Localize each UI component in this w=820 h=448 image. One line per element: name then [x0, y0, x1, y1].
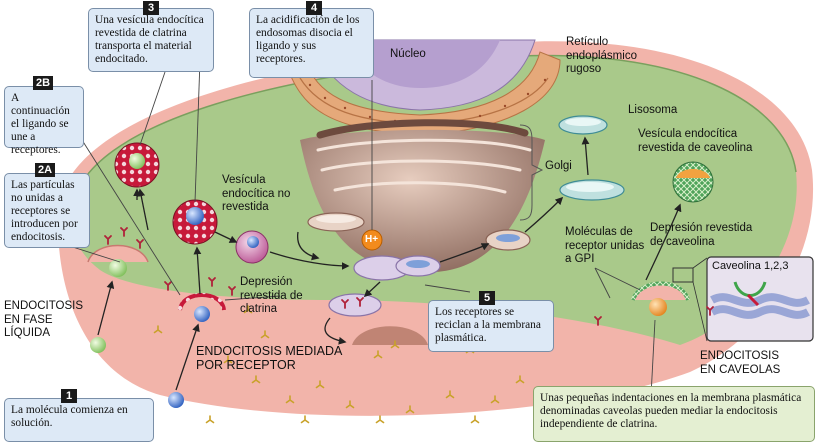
step-text-5: Los receptores se reciclan a la membrana…	[435, 306, 541, 344]
step-text-2b: A continuación el ligando se une a recep…	[11, 92, 70, 156]
step-text-4: La acidificación de los endosomas disoci…	[256, 14, 360, 65]
budding-vesicle	[352, 326, 428, 345]
caveolin-vesicle	[672, 161, 714, 203]
step-text-1: La molécula comienza en solución.	[11, 404, 128, 429]
label-clathrin-pit: Depresión revestida de clatrina	[240, 276, 303, 315]
label-caveolae: ENDOCITOSIS EN CAVEOLAS	[700, 350, 781, 376]
clathrin-coated-pit	[178, 293, 226, 322]
callout-step-4: 4 La acidificación de los endosomas diso…	[249, 1, 374, 78]
label-lysosome: Lisosoma	[628, 104, 678, 116]
golgi-apparatus	[300, 119, 545, 273]
label-gpi: Moléculas de receptor unidas a GPI	[565, 226, 645, 265]
callout-step-3: 3 Una vesícula endocítica revestida de c…	[88, 1, 214, 72]
step-number-4: 4	[306, 1, 322, 15]
label-nucleus: Núcleo	[390, 48, 426, 60]
callout-caveola-note: Unas pequeñas indentaciones en la membra…	[533, 386, 815, 442]
step-number-2a: 2A	[35, 163, 56, 177]
step-text-2a: Las partículas no unidas a receptores se…	[11, 179, 78, 243]
recycling-vesicle	[328, 293, 382, 317]
fluid-phase-pit	[87, 244, 149, 277]
free-green-ball	[90, 337, 106, 353]
callout-step-2a: 2A Las partículas no unidas a receptores…	[4, 163, 90, 248]
step-text-3: Una vesícula endocítica revestida de cla…	[95, 14, 204, 65]
sorting-endosome	[353, 255, 441, 281]
endosome-right	[559, 179, 625, 201]
early-endosome	[307, 212, 365, 232]
label-receptor-mediated: ENDOCITOSIS MEDIADA POR RECEPTOR	[196, 344, 342, 372]
late-endosome	[485, 229, 531, 251]
label-fluid-phase: ENDOCITOSIS EN FASE LÍQUIDA	[4, 300, 84, 339]
label-caveolin-vesicle: Vesícula endocítica revestida de caveoli…	[638, 128, 753, 154]
label-caveolin-pit: Depresión revestida de caveolina	[650, 222, 753, 248]
label-rer: Retículo endoplásmico rugoso	[566, 36, 637, 75]
caveola-note-text: Unas pequeñas indentaciones en la membra…	[540, 392, 802, 430]
step-number-3: 3	[143, 1, 159, 15]
step-number-1: 1	[61, 389, 77, 403]
callout-step-2b: 2B A continuación el ligando se une a re…	[4, 76, 84, 156]
callout-step-5: 5 Los receptores se reciclan a la membra…	[428, 291, 554, 352]
label-uncoated-vesicle: Vesícula endocítica no revestida	[222, 174, 291, 213]
step-number-5: 5	[479, 291, 495, 305]
caveola-pit	[631, 281, 690, 316]
label-proton: H+	[365, 234, 379, 245]
free-blue-ball	[168, 392, 184, 408]
caveolin-inset	[706, 256, 814, 342]
label-golgi: Golgi	[545, 160, 572, 172]
label-caveolin-123: Caveolina 1,2,3	[712, 260, 789, 272]
callout-step-1: 1 La molécula comienza en solución.	[4, 389, 154, 442]
lysosome-shape	[558, 115, 608, 135]
step-number-2b: 2B	[33, 76, 54, 90]
